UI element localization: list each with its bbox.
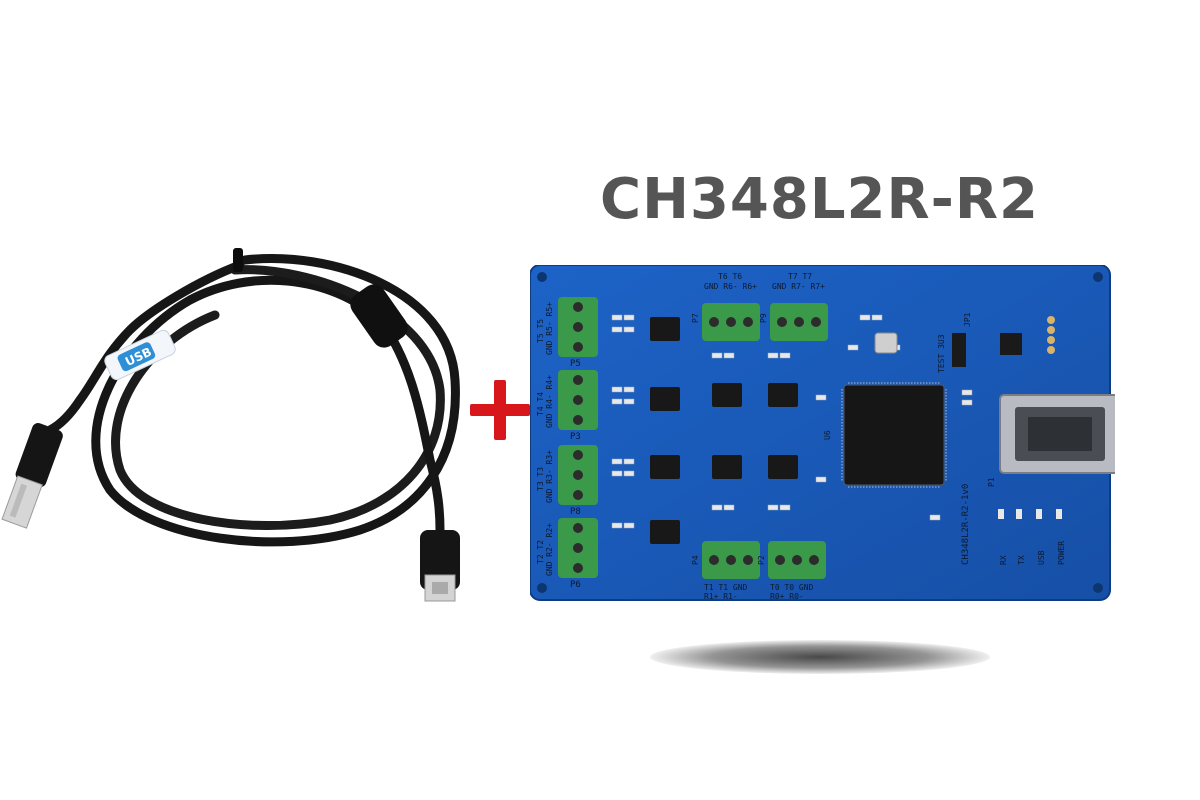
connector-p3-pins: GND R4- R4+ — [545, 375, 554, 428]
led-usb-label: USB — [1037, 550, 1046, 565]
product-title: CH348L2R-R2 — [600, 167, 1039, 232]
connector-p5-sub: T5 T5 — [536, 319, 545, 343]
connector-p6-label: P6 — [570, 580, 581, 590]
connector-p9-sub: T7 T7 — [788, 272, 812, 281]
connector-p7-sub: T6 T6 — [718, 272, 742, 281]
connector-p8-sub: T3 T3 — [536, 467, 545, 491]
led-rx-label: RX — [999, 555, 1008, 565]
plus-icon — [470, 380, 530, 440]
connector-p5-pins: GND R5- R5+ — [545, 302, 554, 355]
connector-p3-label: P3 — [570, 432, 581, 442]
usb-cable-image: USB — [1, 248, 460, 602]
connector-p6-sub: T2 T2 — [536, 540, 545, 564]
connector-p4-pins: T1 T1 GND — [704, 583, 748, 592]
test-label: TEST 3U3 — [937, 334, 946, 373]
usb-connector-label: P1 — [987, 477, 996, 487]
connector-p9-pins: GND R7- R7+ — [772, 282, 825, 291]
connector-p7-pins: GND R6- R6+ — [704, 282, 757, 291]
led-tx-label: TX — [1017, 555, 1026, 565]
connector-p2-label: P2 — [757, 555, 766, 565]
version-label: CH348L2R-R2-1v0 — [961, 484, 971, 565]
led-power-label: POWER — [1057, 541, 1066, 565]
board-shadow — [650, 640, 990, 674]
connector-p8-pins: GND R3- R3+ — [545, 450, 554, 503]
jumper-label: JP1 — [963, 312, 972, 327]
connector-p4-sub: R1+ R1- — [704, 592, 738, 601]
chip-label: U6 — [823, 430, 832, 440]
connector-p5-label: P5 — [570, 359, 581, 369]
connector-p6-pins: GND R2- R2+ — [545, 523, 554, 576]
connector-p9-label: P9 — [759, 313, 768, 323]
connector-p8-label: P8 — [570, 507, 581, 517]
pcb-board-image: P5 P3 P8 P6 GND R5- R5+ GND R4- R4+ GND … — [530, 265, 1115, 601]
connector-p3-sub: T4 T4 — [536, 392, 545, 416]
left-terminal-blocks — [558, 297, 598, 578]
connector-p4-label: P4 — [691, 555, 700, 565]
connector-p2-pins: T0 T0 GND — [770, 583, 814, 592]
connector-p7-label: P7 — [691, 313, 700, 323]
connector-p2-sub: R0+ R0- — [770, 592, 804, 601]
